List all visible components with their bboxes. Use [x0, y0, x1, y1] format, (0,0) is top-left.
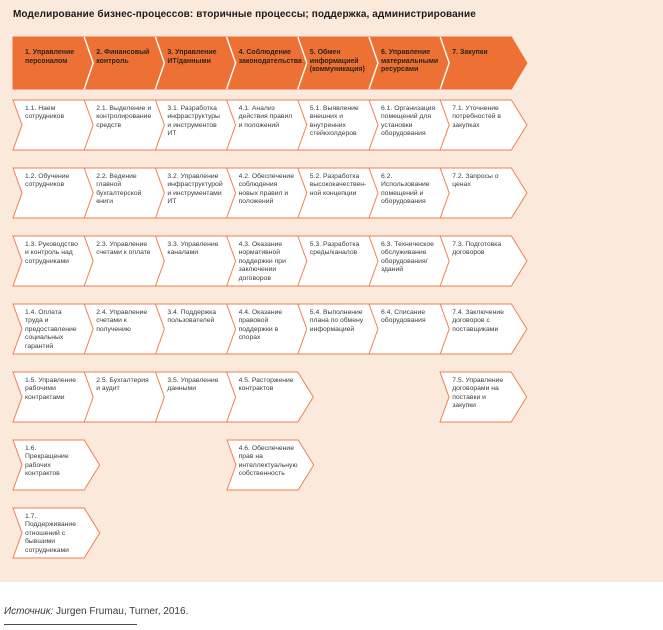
process-row-band: 1.6. Прекращение рабочих контрактов [12, 439, 101, 491]
header-segment-1: 1. Управление персоналом [25, 49, 75, 65]
process-cell-1-1: 1.1. Наем сотрудников [25, 105, 65, 121]
process-cell-1-6: 1.6. Прекращение рабочих контрактов [25, 445, 69, 478]
process-cell-7-2: 7.2. Запросы о ценах [452, 173, 499, 189]
process-diagram: 1. Управление персоналом 2. Финансовый ко… [12, 36, 528, 559]
header-segment-6: 6. Управление материальными ресурсами [381, 49, 439, 74]
process-cell-5-3: 5.3. Разработка среды/каналов [309, 241, 360, 257]
process-row-band: 1.2. Обучение сотрудников 2.2. Ведение гл… [12, 167, 528, 219]
process-cell-3-1: 3.1. Разработка инфраструктуры и инструм… [167, 105, 220, 138]
process-row-band: 1.1. Наем сотрудников 2.1. Выделение и ко… [12, 99, 528, 151]
process-cell-6-2: 6.2. Использование помещений и оборудова… [381, 173, 430, 206]
process-cell-7-1: 7.1. Уточнение потребностей в закупках [452, 105, 502, 129]
process-cell-1-7: 1.7. Поддерживание отношений с бывшими с… [25, 513, 76, 554]
process-cell-4-4: 4.4. Оказание правовой поддержки в спора… [238, 309, 283, 342]
chevron-band-shape [12, 371, 314, 423]
chevron-band-shape [12, 439, 101, 491]
process-cell-4-2: 4.2. Обеспечение соблюдения новых правил… [238, 173, 294, 206]
process-row-band: 7.5. Управление договорами на поставки и… [439, 371, 528, 423]
process-cell-2-2: 2.2. Ведение главной бухгалтерской книги [96, 173, 142, 206]
header-segment-5: 5. Обмен информацией (коммуникация) [309, 49, 365, 74]
process-cell-6-4: 6.4. Списание оборудования [381, 309, 426, 325]
process-row-band: 1.4. Оплата труда и предоставление социа… [12, 303, 528, 355]
process-cell-2-1: 2.1. Выделение и контролирование средств [96, 105, 152, 129]
process-row-band: 1.7. Поддерживание отношений с бывшими с… [12, 507, 101, 559]
chevron-band-shape [12, 36, 528, 90]
chevron-band-shape [12, 99, 528, 151]
chevron-band-shape [12, 167, 528, 219]
process-cell-3-3: 3.3. Управление каналами [167, 241, 219, 257]
source-line: Источник: Jurgen Frumau, Turner, 2016. [4, 606, 188, 617]
process-cell-4-5: 4.5. Расторжение контрактов [238, 377, 294, 393]
process-row-band: 1.5. Управление рабочими контрактами 2.5.… [12, 371, 314, 423]
figure-background [0, 0, 663, 582]
header-band: 1. Управление персоналом 2. Финансовый ко… [12, 36, 528, 90]
header-segment-7: 7. Закупки [452, 49, 488, 56]
footnote-rule [4, 624, 137, 625]
process-cell-2-3: 2.3. Управление счетами к оплате [96, 241, 151, 257]
source-label: Источник: [4, 606, 54, 617]
chevron-band-shape [225, 439, 314, 491]
process-cell-6-1: 6.1. Организация помещений для установки… [381, 105, 436, 138]
process-cell-3-4: 3.4. Поддержка пользователей [167, 309, 217, 325]
process-cell-2-4: 2.4. Управление счетами к получению [96, 309, 148, 333]
process-cell-6-3: 6.3. Техническое обслуживание оборудован… [381, 241, 434, 274]
process-cell-4-6: 4.6. Обеспечение прав на интеллектуальну… [238, 445, 298, 478]
process-cell-4-1: 4.1. Анализ действия правил и положений [238, 105, 293, 129]
process-cell-3-2: 3.2. Управление инфраструктурой и инстру… [167, 173, 223, 206]
process-cell-1-5: 1.5. Управление рабочими контрактами [25, 377, 77, 401]
header-segment-3: 3. Управление ИТ/данными [167, 49, 217, 65]
process-row-band: 1.3. Руководство и контроль над сотрудни… [12, 235, 528, 287]
process-cell-5-1: 5.1. Выявление внешних и внутренних стей… [309, 105, 359, 138]
process-cell-7-3: 7.3. Подготовка договоров [452, 241, 502, 257]
process-cell-1-2: 1.2. Обучение сотрудников [25, 173, 70, 189]
chevron-band-shape [12, 507, 101, 559]
process-cell-5-2: 5.2. Разработка высококачествен-ной конц… [309, 173, 367, 197]
process-cell-1-3: 1.3. Руководство и контроль над сотрудни… [25, 241, 78, 265]
process-cell-5-4: 5.4. Выполнение плана по обмену информац… [309, 309, 364, 333]
process-cell-4-3: 4.3. Оказание нормативной поддержки при … [238, 241, 286, 282]
process-row-band: 4.6. Обеспечение прав на интеллектуальну… [225, 439, 314, 491]
header-segment-4: 4. Соблюдение законодательства [238, 49, 302, 65]
chevron-band-shape [439, 371, 528, 423]
chevron-band-shape [12, 235, 528, 287]
figure-title: Моделирование бизнес-процессов: вторичны… [13, 9, 476, 20]
header-segment-2: 2. Финансовый контроль [96, 49, 150, 65]
source-text: Jurgen Frumau, Turner, 2016. [53, 606, 189, 617]
process-cell-7-4: 7.4. Заключение договоров с поставщиками [452, 309, 504, 333]
process-cell-7-5: 7.5. Управление договорами на поставки и… [452, 377, 504, 410]
process-cell-2-5: 2.5. Бухгалтерия и аудит [96, 377, 149, 393]
chevron-band-shape [12, 303, 528, 355]
process-cell-3-5: 3.5. Управление данными [167, 377, 219, 393]
process-cell-1-4: 1.4. Оплата труда и предоставление социа… [25, 309, 77, 350]
